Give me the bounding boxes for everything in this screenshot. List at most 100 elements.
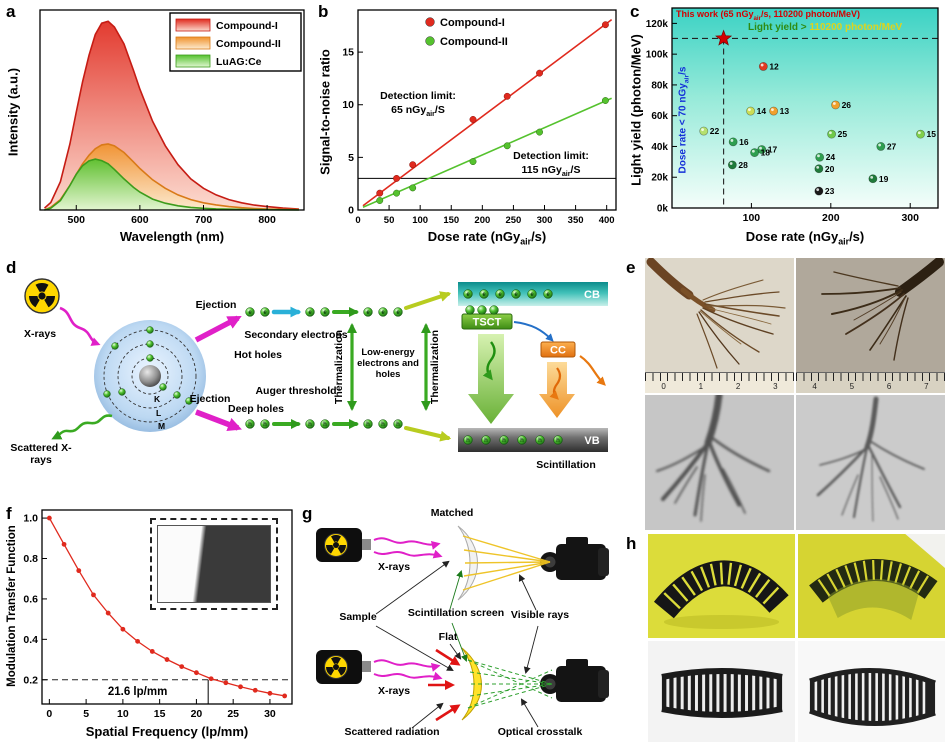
auger-threshold-label: Auger threshold [255,385,336,397]
shell-electrons [103,326,193,405]
root-plant-2 [821,258,944,361]
root-shadow-2 [816,396,925,522]
b-y-axis-label: Signal-to-noise ratio [317,49,333,175]
panel-label-f: f [6,504,12,523]
svg-text:21.6 lp/mm: 21.6 lp/mm [108,686,167,698]
xray-source-icon-top [316,528,371,562]
panel-label-g: g [302,504,313,523]
svg-text:20: 20 [825,164,835,174]
svg-text:e: e [546,292,550,298]
svg-text:40k: 40k [651,142,668,153]
f-x-axis-label: Spatial Frequency (lp/mm) [85,724,249,739]
svg-text:h: h [466,438,470,444]
svg-text:e: e [366,310,370,316]
panel-label-a: a [6,2,16,21]
green-wavy-emission [482,341,496,381]
root-optical-2-image [796,258,945,393]
svg-text:15: 15 [927,129,937,139]
svg-text:e: e [498,292,502,298]
svg-text:0: 0 [348,205,354,217]
svg-text:e: e [263,310,267,316]
thermalization-left-label: Thermalization [333,330,345,404]
svg-text:e: e [248,310,252,316]
svg-text:80k: 80k [651,80,668,91]
svg-text:700: 700 [195,214,213,226]
sample-label: Sample [339,611,377,623]
svg-text:e: e [466,292,470,298]
scattered-xray-wavy-arrow [51,414,113,440]
label-pointer-arrows [375,560,539,729]
svg-text:1.0: 1.0 [23,513,38,525]
svg-text:13: 13 [780,106,790,116]
svg-text:30: 30 [264,708,276,720]
svg-text:200: 200 [822,212,840,224]
film-overlay [827,578,920,620]
svg-text:17: 17 [768,145,778,155]
svg-text:h: h [556,438,560,444]
device-xray-1-image [648,641,795,742]
this-work-annotation: This work (65 nGyair/s, 110200 photon/Me… [676,9,861,22]
detection-limit-annotation-2: Detection limit: 115 nGyair/S [513,150,589,178]
svg-text:LuAG:Ce: LuAG:Ce [216,56,262,68]
svg-text:h: h [538,438,542,444]
svg-text:400: 400 [599,215,615,226]
panel-label-c: c [630,2,640,21]
svg-text:24: 24 [826,152,836,162]
svg-text:e: e [530,292,534,298]
b-x-axis-label: Dose rate (nGyair/s) [427,229,547,247]
photo-root-xray-right [796,395,945,530]
svg-text:e: e [323,310,327,316]
green-emission-arrow [468,334,514,424]
photo-device-xray-right [798,641,945,742]
svg-text:0: 0 [355,215,360,226]
svg-text:10: 10 [117,708,129,720]
svg-text:h: h [502,438,506,444]
svg-text:120k: 120k [646,19,669,30]
svg-text:0k: 0k [657,204,669,215]
flat-screen [461,647,482,721]
device-xray-2-image [798,641,945,742]
svg-text:100: 100 [743,212,761,224]
deep-holes-label: Deep holes [228,403,284,415]
matched-label: Matched [431,507,474,519]
svg-text:100k: 100k [646,50,669,61]
svg-text:25: 25 [838,129,848,139]
photo-device-optical-right [798,534,945,638]
camera-icon-bottom [540,659,609,702]
svg-text:h: h [366,422,370,428]
ejection-arrow-bottom [195,409,242,432]
cc-level [540,341,576,358]
scattered-radiation-label: Scattered radiation [344,726,439,738]
svg-text:h: h [484,438,488,444]
cc-label: CC [550,345,566,357]
svg-text:Compound-II: Compound-II [216,38,281,50]
svg-text:150: 150 [443,215,459,226]
svg-text:e: e [396,310,400,316]
root-xray-1-image [645,395,794,530]
svg-text:e: e [381,310,385,316]
dose-rate-annotation: Dose rate < 70 nGyair/s [677,66,691,174]
ejection-arrow-top [194,315,242,343]
svg-text:25: 25 [227,708,239,720]
svg-text:600: 600 [131,214,149,226]
panel-label-h: h [626,534,637,553]
svg-text:Compound-I: Compound-I [216,20,278,32]
panel-h-flexible-device: h [624,532,947,745]
imaging-setup-diagram: Matched X-rays Sample Scintillation scre… [300,507,609,738]
scintillation-mechanism-diagram: X-rays K L M Ejection Ejection [24,278,608,471]
light-yield-annotation: Light yield > 110200 photon/MeV [748,22,903,33]
grating-slots [817,559,930,597]
photo-root-xray-left [645,395,794,530]
svg-text:250: 250 [505,215,521,226]
svg-text:10: 10 [342,99,354,111]
